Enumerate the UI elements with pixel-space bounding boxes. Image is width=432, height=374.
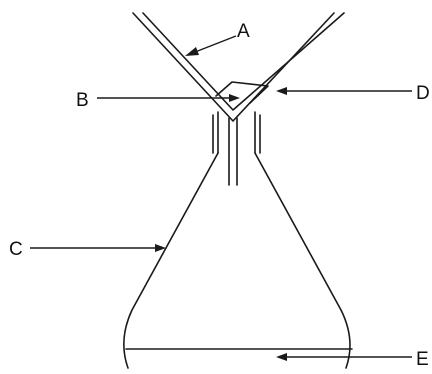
flask-body-right: [254, 152, 351, 369]
funnel: [132, 12, 345, 186]
label-a-arrowhead: [185, 47, 199, 56]
filter-paper: [215, 81, 269, 104]
label-a-group: A: [185, 21, 250, 56]
label-c-group: C: [9, 239, 166, 260]
funnel-inner-wall: [142, 12, 345, 111]
label-e: E: [416, 349, 429, 370]
label-a-arrow: [189, 35, 237, 55]
label-d-arrowhead: [276, 87, 287, 95]
label-c-arrowhead: [155, 244, 166, 252]
label-c: C: [9, 239, 23, 260]
funnel-outer-wall: [132, 12, 335, 122]
flask-body-left: [123, 152, 219, 369]
label-b-group: B: [76, 90, 240, 111]
label-b: B: [76, 90, 89, 111]
label-d-group: D: [276, 83, 430, 104]
label-b-arrowhead: [229, 94, 240, 102]
label-d: D: [416, 83, 430, 104]
label-e-group: E: [276, 349, 429, 370]
label-e-arrowhead: [276, 353, 287, 361]
conical-flask: [123, 111, 353, 369]
label-a: A: [237, 21, 250, 42]
